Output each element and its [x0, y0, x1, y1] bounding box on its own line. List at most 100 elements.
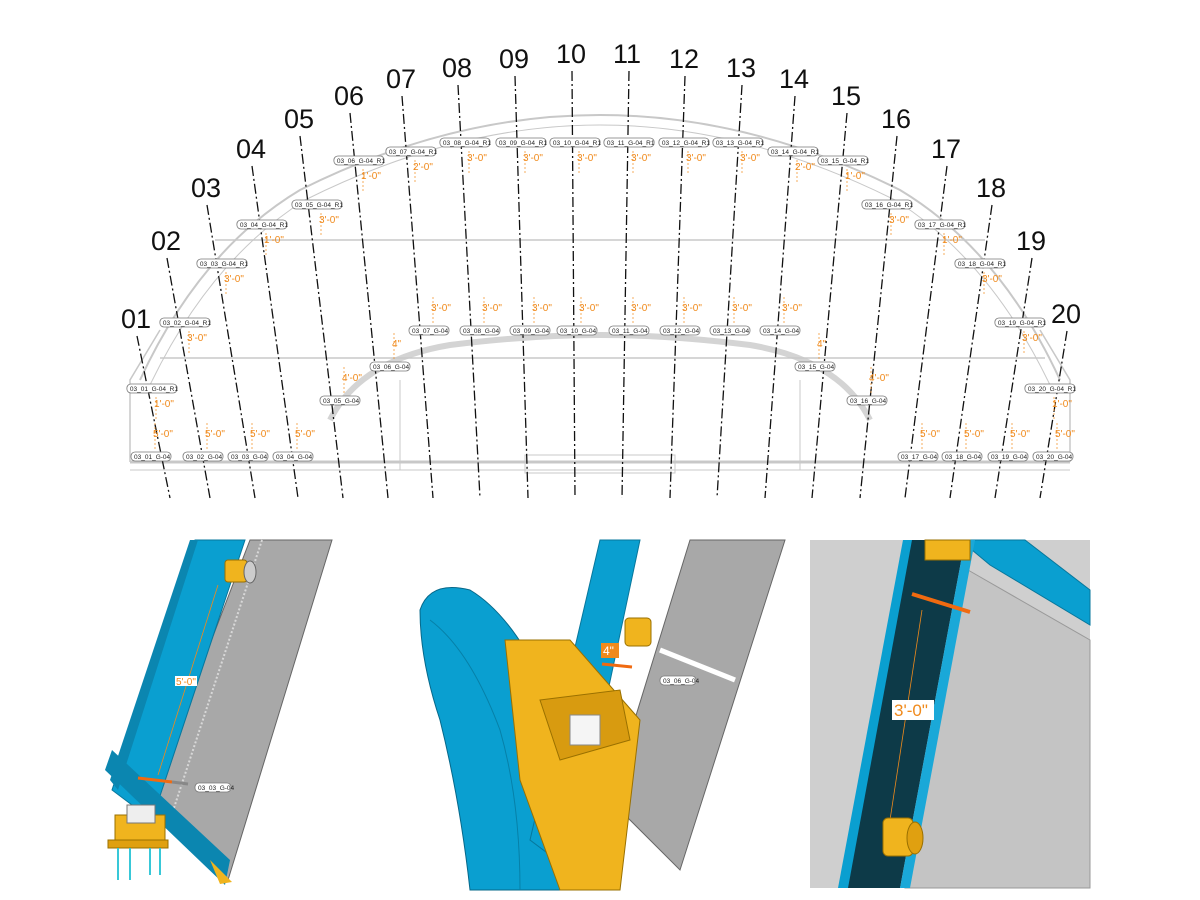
piece-tag: 03_19_G-04 [987, 451, 1029, 462]
dimension-label: 3'-0" [732, 303, 752, 314]
svg-text:03_14_G-04_R1: 03_14_G-04_R1 [771, 149, 819, 156]
dimension-label: 3'-0" [686, 153, 706, 164]
svg-text:03_19_G-04_R1: 03_19_G-04_R1 [998, 320, 1046, 327]
dimension-label: 3'-0" [523, 153, 543, 164]
gridline-number: 19 [1016, 226, 1046, 256]
gridline-number: 05 [284, 104, 314, 134]
dimension-label: 5'-0" [1055, 429, 1075, 440]
svg-text:03_09_G-04: 03_09_G-04 [513, 328, 550, 335]
piece-tag: 03_05_G-04_R1 [291, 199, 343, 210]
gridline-number: 07 [386, 64, 416, 94]
piece-tag: 03_08_G-04_R1 [439, 137, 491, 148]
gridline-axis [764, 95, 796, 499]
dimension-label: 5'-0" [920, 429, 940, 440]
detail-base-connection: 5'-0" 03_03_G-04 [105, 539, 333, 885]
base-plate-assembly [107, 804, 232, 884]
svg-text:03_03_G-04_R1: 03_03_G-04_R1 [200, 261, 248, 268]
dimension-label: 5'-0" [964, 429, 984, 440]
gridline-axis [299, 135, 344, 499]
piece-tag: 03_06_G-04 [659, 675, 700, 686]
piece-tag: 03_20_G-04_R1 [1024, 383, 1076, 394]
piece-tag: 03_07_G-04_R1 [385, 146, 437, 157]
gridline-number: 14 [779, 64, 809, 94]
piece-tag: 03_01_G-04_R1 [126, 383, 178, 394]
dimension-label: 5'-0" [1010, 429, 1030, 440]
piece-tag: 03_19_G-04_R1 [994, 317, 1046, 328]
clip-bracket [924, 539, 971, 561]
flashing-bar [911, 592, 971, 614]
svg-text:03_04_G-04_R1: 03_04_G-04_R1 [240, 222, 288, 229]
svg-text:03_08_G-04: 03_08_G-04 [463, 328, 500, 335]
dimension-label: 3'-0" [782, 303, 802, 314]
dimension-label: 3'-0" [631, 153, 651, 164]
gridline-axis [716, 84, 743, 499]
piece-tag: 03_11_G-04_R1 [603, 137, 655, 148]
flashing-bar [601, 662, 633, 669]
svg-text:03_19_G-04: 03_19_G-04 [991, 454, 1028, 461]
piece-tag: 03_08_G-04 [459, 325, 501, 336]
svg-text:03_14_G-04: 03_14_G-04 [763, 328, 800, 335]
gridline-number: 03 [191, 173, 221, 203]
dimension-label: 3'-0" [187, 333, 207, 344]
gridline-number: 06 [334, 81, 364, 111]
piece-tag: 03_04_G-04 [272, 451, 314, 462]
svg-text:03_13_G-04_R1: 03_13_G-04_R1 [716, 140, 764, 147]
svg-text:03_07_G-04: 03_07_G-04 [412, 328, 449, 335]
dimension-label: 1'-0" [154, 399, 174, 410]
dimension-label: 3'-0" [740, 153, 760, 164]
piece-tag: 03_04_G-04_R1 [236, 219, 288, 230]
gridline-axis [859, 135, 898, 499]
dimension-label: 3'-0" [319, 215, 339, 226]
piece-tag: 03_15_G-04 [794, 361, 836, 372]
svg-text:03_07_G-04_R1: 03_07_G-04_R1 [389, 149, 437, 156]
gridline-axis [949, 204, 993, 499]
svg-text:03_05_G-04: 03_05_G-04 [323, 398, 360, 405]
gridline-number: 02 [151, 226, 181, 256]
dimension-label: 3'-0" [682, 303, 702, 314]
piece-tag: 03_18_G-04_R1 [954, 258, 1006, 269]
piece-tag: 03_03_G-04 [194, 782, 235, 793]
svg-text:03_15_G-04_R1: 03_15_G-04_R1 [821, 158, 869, 165]
dimension-label: 5'-0" [250, 429, 270, 440]
svg-text:03_16_G-04: 03_16_G-04 [850, 398, 887, 405]
dimension-label: 5'-0" [205, 429, 225, 440]
dimension-label: 3'-0" [467, 153, 487, 164]
svg-text:03_16_G-04_R1: 03_16_G-04_R1 [865, 202, 913, 209]
piece-tag: 03_03_G-04 [227, 451, 269, 462]
svg-text:03_02_G-04_R1: 03_02_G-04_R1 [163, 320, 211, 327]
piece-tag: 03_09_G-04 [509, 325, 551, 336]
roof-beam [958, 539, 1091, 626]
gridline-number: 15 [831, 81, 861, 111]
gridline-number: 09 [499, 44, 529, 74]
clip-bracket [624, 617, 652, 647]
gridline-number: 11 [613, 39, 641, 69]
piece-tag: 03_02_G-04_R1 [159, 317, 211, 328]
piece-tag: 03_06_G-04 [369, 361, 411, 372]
piece-tag: 03_01_G-04 [130, 451, 172, 462]
svg-text:03_03_G-04: 03_03_G-04 [198, 785, 235, 792]
gridline-axis [401, 95, 434, 499]
dimension-label: 1'-0" [845, 171, 865, 182]
piece-tag: 03_15_G-04_R1 [817, 155, 869, 166]
gridline-number: 08 [442, 53, 472, 83]
svg-text:03_06_G-04: 03_06_G-04 [663, 678, 700, 685]
gridline-axis [1039, 330, 1068, 499]
piece-tag: 03_09_G-04_R1 [495, 137, 547, 148]
gridline-number: 20 [1051, 299, 1081, 329]
piece-tag: 03_12_G-04 [659, 325, 701, 336]
gridline-axis [349, 112, 389, 499]
gridline-number: 01 [121, 304, 151, 334]
piece-tag: 03_16_G-04 [846, 395, 888, 406]
detail-top-connection: 3'-0" [810, 539, 1091, 889]
dimension-label: 4'-0" [342, 373, 362, 384]
piece-tag: 03_16_G-04_R1 [861, 199, 913, 210]
